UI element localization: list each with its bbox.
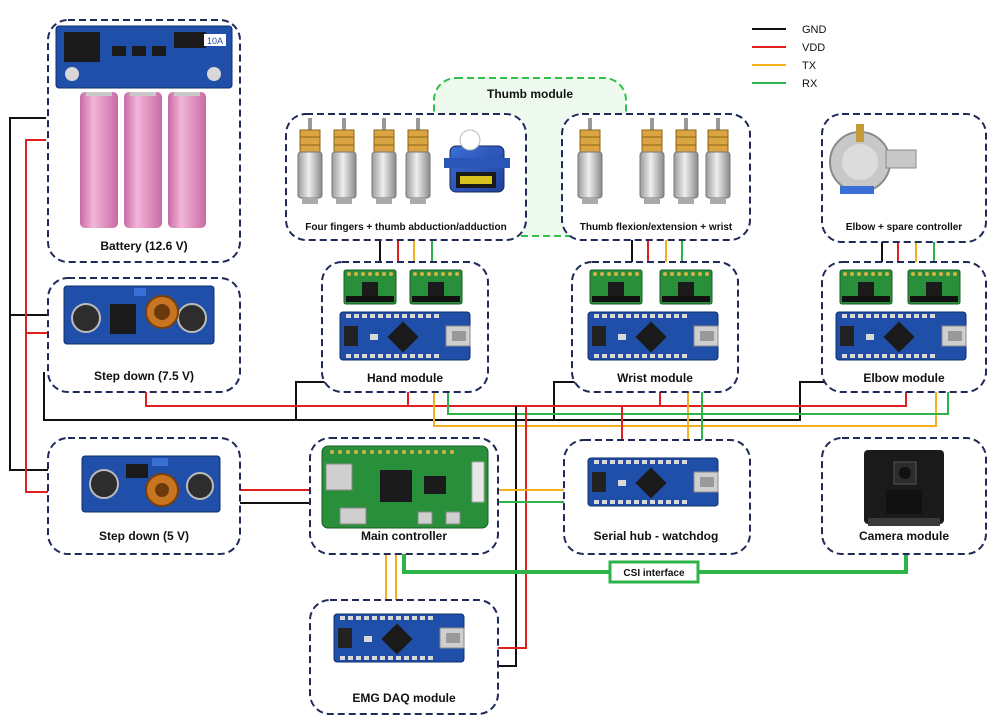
elbow-module-label: Elbow module — [863, 371, 945, 385]
serial-hub-label: Serial hub - watchdog — [594, 529, 719, 543]
motor-wires-wrist — [631, 240, 683, 262]
battery-cell — [168, 92, 206, 228]
motor-wires-hand — [379, 240, 433, 262]
battery-block: 10A Battery (12.6 V) — [47, 19, 241, 263]
main-controller-block: Main controller — [309, 437, 499, 555]
gear-motor — [297, 117, 323, 205]
legend-vdd-label: VDD — [802, 42, 825, 54]
battery-cell — [124, 92, 162, 228]
wires — [9, 117, 949, 667]
wire-gnd-battery-5v — [9, 315, 54, 471]
wire-vdd-75v-elbow — [660, 392, 907, 407]
csi-interface-label: CSI interface — [623, 568, 685, 579]
camera-board — [864, 450, 944, 526]
motor-driver-board — [659, 269, 713, 305]
battery-label: Battery (12.6 V) — [100, 239, 187, 253]
wire-vdd-75v-bus — [145, 392, 409, 407]
elbow-module-block: Elbow module — [821, 261, 987, 393]
hand-module-label: Hand module — [367, 371, 443, 385]
wire-vdd-battery — [25, 139, 54, 334]
thumb-module-label: Thumb module — [487, 87, 573, 101]
stepper-motor — [829, 124, 917, 194]
wrist-module-block: Wrist module — [571, 261, 739, 393]
four-fingers-block: Four fingers + thumb abduction/adduction — [285, 113, 527, 241]
main-controller-label: Main controller — [361, 529, 447, 543]
elbow-spare-label: Elbow + spare controller — [846, 222, 963, 233]
wire-gnd-75v-wrist — [296, 381, 576, 421]
step-down-75v-block: Step down (7.5 V) — [47, 277, 241, 393]
emg-daq-label: EMG DAQ module — [352, 691, 456, 705]
gear-motor — [705, 117, 731, 205]
gear-motor — [405, 117, 431, 205]
bms-current-label: 10A — [207, 36, 223, 46]
wire-rx-hand — [447, 392, 949, 415]
wrist-module-label: Wrist module — [617, 371, 693, 385]
legend: GND VDD TX RX — [752, 24, 827, 90]
motor-driver-board — [409, 269, 463, 305]
arduino-nano-board — [333, 613, 465, 663]
emg-daq-block: EMG DAQ module — [309, 599, 499, 715]
elbow-spare-block: Elbow + spare controller — [821, 113, 987, 243]
servo-motor — [444, 129, 510, 193]
motor-wires-elbow — [881, 242, 935, 262]
bms-board: 10A — [55, 25, 233, 89]
wire-tx-hand — [433, 392, 937, 427]
gear-motor — [371, 117, 397, 205]
thumb-flexion-label: Thumb flexion/extension + wrist — [580, 222, 733, 233]
hand-module-block: Hand module — [321, 261, 489, 393]
motor-driver-board — [907, 269, 961, 305]
wire-gnd-battery — [9, 117, 54, 316]
gear-motor — [639, 117, 665, 205]
buck-5v-board — [81, 455, 221, 513]
arduino-nano-board — [587, 311, 719, 361]
step-down-5v-block: Step down (5 V) — [47, 437, 241, 555]
legend-tx-label: TX — [802, 60, 817, 72]
csi-interface-tag: CSI interface — [608, 560, 700, 584]
raspberry-pi-zero-board — [321, 445, 489, 529]
legend-rx-label: RX — [802, 78, 818, 90]
gear-motor — [577, 117, 603, 205]
camera-module-block: Camera module — [821, 437, 987, 555]
motor-driver-board — [589, 269, 643, 305]
battery-cell — [80, 92, 118, 228]
arduino-nano-board — [339, 311, 471, 361]
motor-driver-board — [343, 269, 397, 305]
gear-motor — [673, 117, 699, 205]
wire-vdd-75v-wrist — [408, 392, 661, 407]
legend-gnd-label: GND — [802, 24, 827, 36]
four-fingers-label: Four fingers + thumb abduction/adduction — [305, 222, 506, 233]
wire-gnd-75v-elbow — [554, 381, 828, 421]
step-down-75v-label: Step down (7.5 V) — [94, 369, 194, 383]
arduino-nano-board — [587, 457, 719, 507]
arduino-nano-board — [835, 311, 967, 361]
motor-driver-board — [839, 269, 893, 305]
wire-vdd-battery-5v — [25, 333, 54, 493]
camera-module-label: Camera module — [859, 529, 949, 543]
gear-motor — [331, 117, 357, 205]
thumb-flexion-block: Thumb flexion/extension + wrist — [561, 113, 751, 241]
battery-cells — [80, 92, 206, 228]
serial-hub-block: Serial hub - watchdog — [563, 439, 751, 555]
step-down-5v-label: Step down (5 V) — [99, 529, 189, 543]
